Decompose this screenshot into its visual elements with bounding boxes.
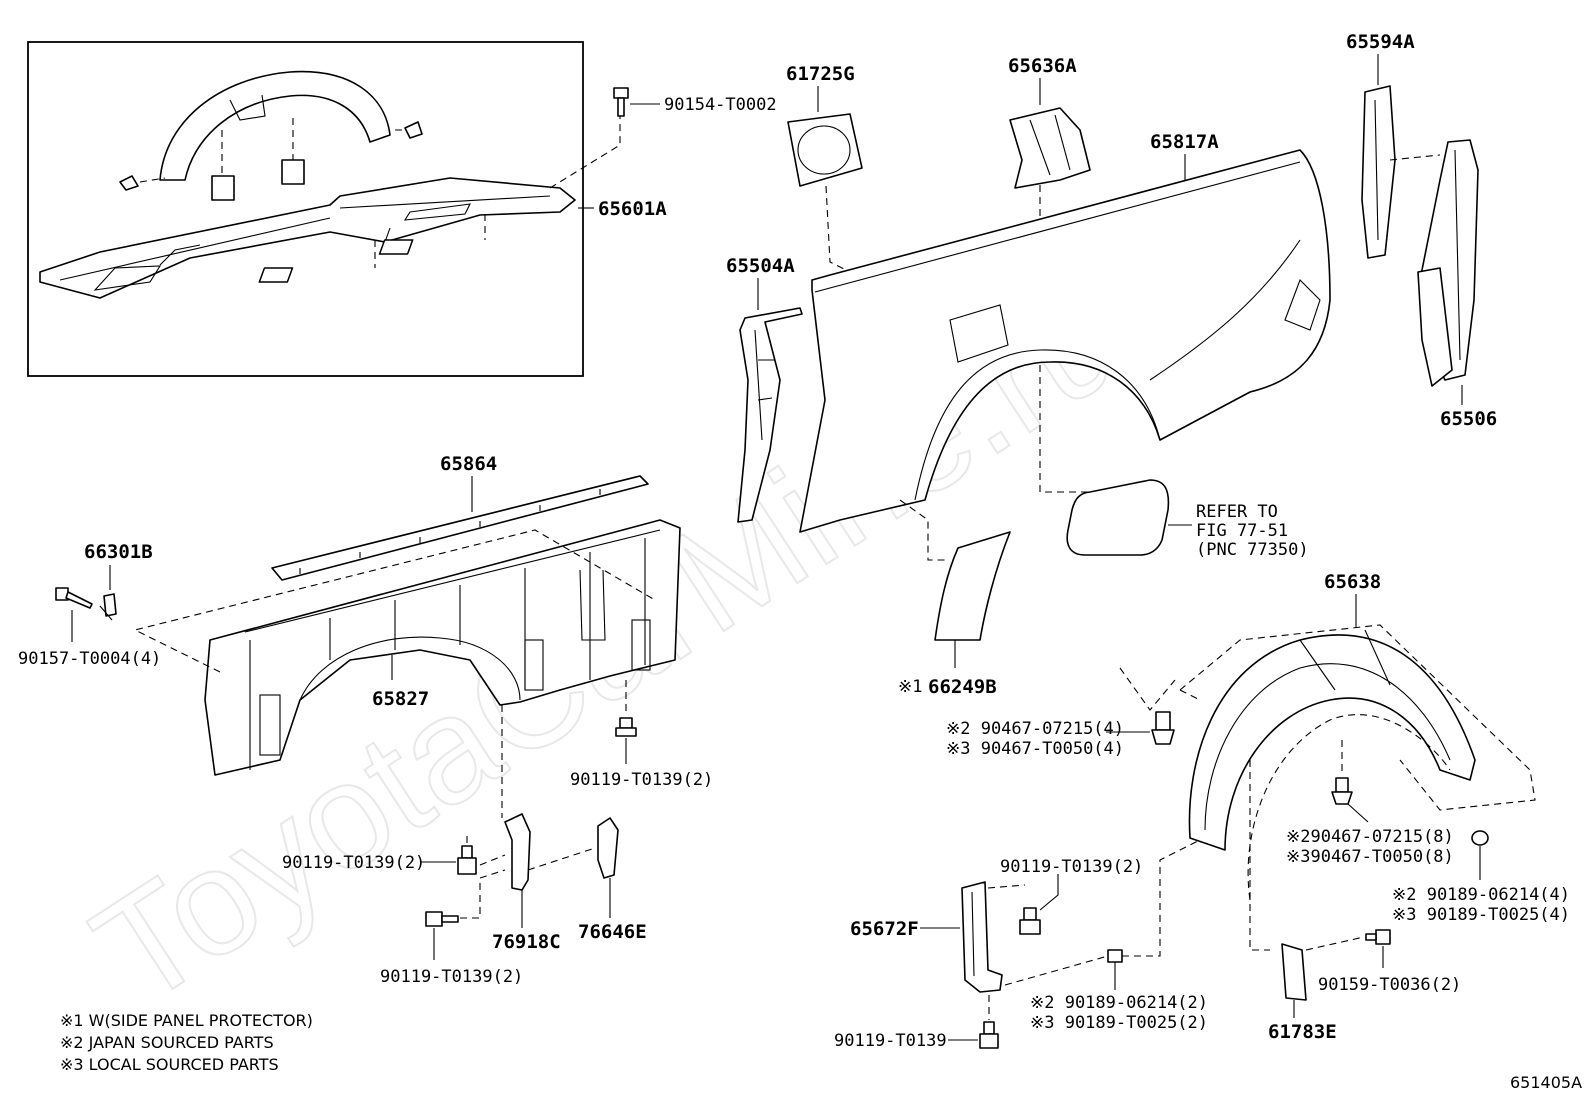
nut-90189-a <box>1471 830 1489 846</box>
label-61725G: 61725G <box>786 63 855 85</box>
label-66301B: 66301B <box>84 541 153 563</box>
bolt-90159 <box>1365 929 1391 945</box>
part-65864-drawing <box>271 475 649 581</box>
part-65594A-drawing <box>1361 85 1396 259</box>
label-90189-06214-a: ※2 90189-06214(4) <box>1392 885 1570 905</box>
part-61725G-drawing <box>787 113 863 187</box>
label-90189-T0025-b: ※3 90189-T0025(2) <box>1030 1013 1208 1033</box>
note-2: ※2 JAPAN SOURCED PARTS <box>60 1033 274 1052</box>
part-65638-drawing <box>1188 629 1476 851</box>
part-66301B-drawing <box>99 593 117 621</box>
part-76646E-drawing <box>597 817 619 879</box>
figure-code: 651405A <box>1510 1073 1582 1092</box>
bolt-90119-e <box>979 1021 999 1049</box>
label-65638: 65638 <box>1324 571 1381 593</box>
label-refer-to: REFER TO <box>1196 502 1278 522</box>
label-65636A: 65636A <box>1008 55 1077 77</box>
label-90189-T0025-a: ※3 90189-T0025(4) <box>1392 905 1570 925</box>
part-61783E-drawing <box>1281 943 1307 1001</box>
bolt-90119-a <box>615 717 637 737</box>
label-90119-T0139-a: 90119-T0139(2) <box>570 770 713 790</box>
inset-frame <box>27 41 584 377</box>
clip-90467-a <box>1151 711 1175 745</box>
part-65601A-drawing <box>39 70 576 299</box>
label-90157-T0004: 90157-T0004(4) <box>18 649 161 669</box>
label-65504A: 65504A <box>726 255 795 277</box>
label-65672F: 65672F <box>850 918 919 940</box>
label-90189-06214-b: ※2 90189-06214(2) <box>1030 993 1208 1013</box>
bolt-90119-b <box>457 845 477 875</box>
label-90119-T0139-e: 90119-T0139 <box>834 1031 947 1051</box>
note-1: ※1 W(SIDE PANEL PROTECTOR) <box>60 1011 313 1030</box>
label-65601A: 65601A <box>598 198 667 220</box>
label-65864: 65864 <box>440 453 497 475</box>
label-61783E: 61783E <box>1268 1021 1337 1043</box>
label-65506: 65506 <box>1440 408 1497 430</box>
label-refer-pnc: (PNC 77350) <box>1196 540 1309 560</box>
part-65827-drawing <box>204 519 681 776</box>
clip-90467-b <box>1331 777 1353 805</box>
label-90467-07215-c: ※290467-07215(8) <box>1286 827 1454 847</box>
label-90467-07215-a: ※2 90467-07215(4) <box>946 719 1124 739</box>
label-90467-T0050-a: ※3 90467-T0050(4) <box>946 739 1124 759</box>
part-65504A-drawing <box>737 307 803 523</box>
bolt-90119-d <box>1019 907 1041 935</box>
label-65594A: 65594A <box>1346 31 1415 53</box>
label-66249B: 66249B <box>928 676 997 698</box>
bolt-90154 <box>613 87 629 117</box>
bolt-90119-c <box>425 911 459 927</box>
label-65827: 65827 <box>372 688 429 710</box>
label-90119-T0139-b: 90119-T0139(2) <box>282 853 425 873</box>
nut-90189-b <box>1107 949 1123 963</box>
label-90159-T0036: 90159-T0036(2) <box>1318 975 1461 995</box>
label-90119-T0139-c: 90119-T0139(2) <box>380 967 523 987</box>
label-66249B-mark: ※1 <box>898 677 922 697</box>
label-90119-T0139-d: 90119-T0139(2) <box>1000 857 1143 877</box>
part-76918C-drawing <box>504 813 531 891</box>
note-3: ※3 LOCAL SOURCED PARTS <box>60 1055 279 1074</box>
leader-90154 <box>549 110 621 189</box>
label-refer-fig: FIG 77-51 <box>1196 521 1288 541</box>
label-65817A: 65817A <box>1150 131 1219 153</box>
part-65506-drawing <box>1417 139 1479 387</box>
label-90154-T0002: 90154-T0002 <box>664 95 777 115</box>
part-66249B-drawing <box>934 531 1011 641</box>
label-90467-T0050-c: ※390467-T0050(8) <box>1286 847 1454 867</box>
part-77350-drawing <box>1066 479 1170 556</box>
bolt-90157 <box>55 587 93 609</box>
part-65636A-drawing <box>1009 107 1091 189</box>
label-76646E: 76646E <box>578 921 647 943</box>
part-65672F-drawing <box>961 881 1003 993</box>
label-76918C: 76918C <box>492 931 561 953</box>
part-65817A-drawing <box>799 149 1331 533</box>
